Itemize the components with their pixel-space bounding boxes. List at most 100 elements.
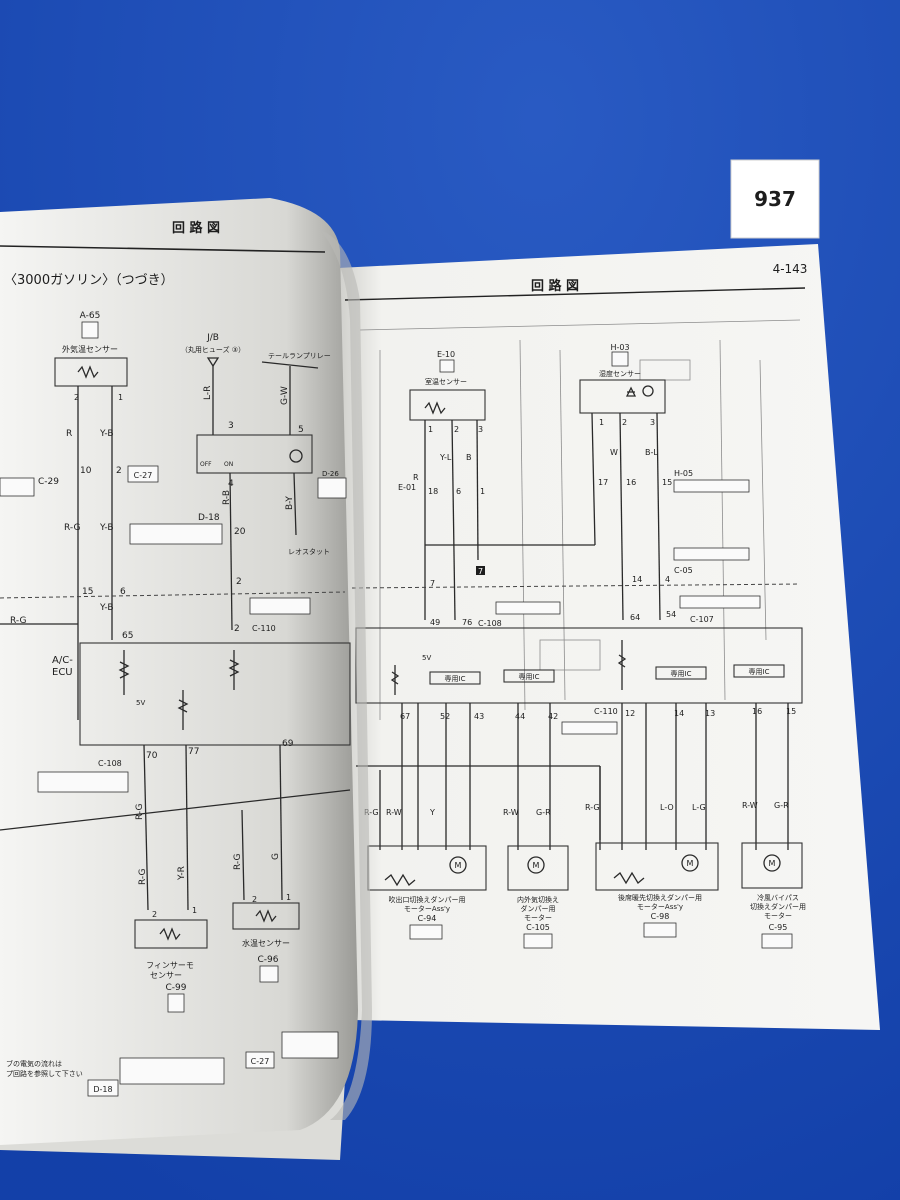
connector-id: D-18 (198, 513, 220, 523)
footnote: ブの電気の流れは (6, 1059, 62, 1068)
motor-c-105: M 内外気切換え ダンパー用 モーター C-105 (507, 845, 569, 949)
pin-number: 15 (662, 478, 672, 487)
component-a-65: A-65 外気温センサー 2 1 (54, 311, 128, 402)
pin-number: 1 (286, 893, 291, 902)
component-id: C-95 (769, 923, 788, 932)
sensor-label: センサー (150, 971, 182, 980)
connector-c-107-top (679, 595, 761, 609)
motor-caption: モーター (764, 911, 792, 920)
motor-wires: R-G R-W Y R-W G-R R-G L-O L-G R-W G-R (364, 703, 789, 850)
motor-caption: 切換えダンパー用 (750, 902, 806, 911)
wire-color-label: L-O (660, 803, 674, 812)
pin-number: 2 (252, 895, 257, 904)
component-id: C-105 (526, 923, 550, 932)
pin-number: 10 (80, 466, 92, 476)
wire-color-label: R-G (10, 616, 26, 626)
pin-number: 15 (82, 587, 93, 597)
pin-number: 44 (515, 712, 525, 721)
pin-number: 70 (146, 751, 158, 761)
pin-number: 2 (116, 466, 122, 476)
left-connector-dash (0, 591, 346, 599)
motor-caption: 内外気切換え (517, 895, 559, 904)
component-id: C-94 (418, 914, 437, 923)
switch-off-label: OFF (200, 461, 212, 468)
wire-color-label: R-G (585, 803, 600, 812)
wire-color-label: R-W (742, 801, 758, 810)
wire-color-label: R (66, 429, 72, 439)
pin-number: 6 (456, 487, 461, 496)
ic-label: 専用IC (445, 674, 466, 683)
pin-number: 14 (674, 709, 684, 718)
svg-text:M: M (769, 859, 776, 868)
left-page-header: 回 路 図 (172, 220, 220, 236)
connector-id: C-108 (98, 759, 122, 768)
ecu-box-right (355, 627, 803, 704)
pin-number: 2 (152, 910, 157, 919)
pin-number: 6 (120, 587, 126, 597)
pin-number: 5 (298, 425, 304, 435)
pin-number: 4 (228, 479, 234, 489)
wire-color-label: Y-B (99, 429, 114, 439)
inventory-sticker: 937 (730, 159, 820, 239)
svg-text:M: M (455, 861, 462, 870)
motor-caption: モーターAss'y (404, 904, 450, 913)
motor-caption: モーターAss'y (637, 902, 683, 911)
ground-tag-label: 7 (478, 567, 483, 576)
ic-label: 専用IC (519, 672, 540, 681)
pin-number: 3 (228, 421, 234, 431)
right-page-header: 回 路 図 (531, 278, 579, 294)
wire-color-label: Y-B (99, 603, 114, 613)
connector-id: C-29 (38, 477, 59, 487)
connector-id: C-05 (674, 566, 693, 575)
pin-number: 42 (548, 712, 558, 721)
pin-number: 54 (666, 610, 676, 619)
connector-h-05 (673, 479, 750, 493)
connector-dash-line (351, 583, 801, 589)
wire-r-b (229, 472, 233, 631)
motor-caption: 後席暖先切換えダンパー用 (618, 893, 702, 902)
ac-ecu-box (79, 642, 351, 746)
pin-number: 2 (236, 577, 242, 587)
connector-id: D-26 (322, 470, 339, 478)
pin-number: 18 (428, 487, 438, 496)
pin-number: 1 (192, 906, 197, 915)
gutter-shadow (320, 230, 372, 1120)
pin-number: 1 (480, 487, 485, 496)
right-page: 回 路 図 4-143 E-10 室温センサー 1 2 3 H-03 (338, 244, 880, 1030)
wire-color-label: R (413, 473, 419, 482)
ecu-label: A/C- (52, 655, 73, 666)
pin-number: 49 (430, 618, 440, 627)
svg-text:1: 1 (428, 425, 433, 434)
connector-id: C-107 (690, 615, 714, 624)
wire-color-label: Y-B (99, 523, 114, 533)
wire-color-label: G (271, 853, 281, 860)
pin-number: 77 (188, 747, 199, 757)
ic-blocks: 専用IC 専用IC 専用IC 専用IC 5V (390, 640, 785, 695)
pin-number: 17 (598, 478, 608, 487)
faint-print-through (359, 319, 801, 720)
connector-d-18-block (119, 1057, 225, 1085)
left-page: 回 路 図 〈3000ガソリン〉（つづき） A-65 外気温センサー 2 1 R… (0, 198, 372, 1145)
pin-number: 7 (430, 579, 435, 588)
bus-line-left (0, 789, 351, 831)
wire-color-label: Y-R (177, 866, 187, 881)
wire-color-label: B-Y (285, 496, 295, 510)
component-id: C-99 (166, 983, 187, 993)
right-header-rule (344, 287, 806, 301)
pin-number: 67 (400, 712, 410, 721)
component-j-b: J/B （丸用ヒューズ ③） L-R 3 (181, 333, 245, 435)
right-page-paper (338, 244, 880, 1030)
pin-number: 13 (705, 709, 715, 718)
pin-number: 16 (752, 707, 762, 716)
pin-number: 2 (234, 624, 240, 634)
wire-color-label: R-B (222, 490, 232, 505)
svg-text:M: M (533, 861, 540, 870)
motor-caption: 冷風バイパス (757, 893, 799, 902)
svg-text:1: 1 (599, 418, 604, 427)
right-page-number: 4-143 (773, 262, 808, 276)
wire-color-label: R-W (386, 808, 402, 817)
right-wires: R Y-L B W B-L E-01 18 6 1 17 16 15 H-05 … (398, 412, 750, 621)
ground-tag (476, 566, 485, 575)
left-page-subtitle: 〈3000ガソリン〉（つづき） (4, 273, 174, 288)
rheostat-switch (196, 434, 313, 474)
